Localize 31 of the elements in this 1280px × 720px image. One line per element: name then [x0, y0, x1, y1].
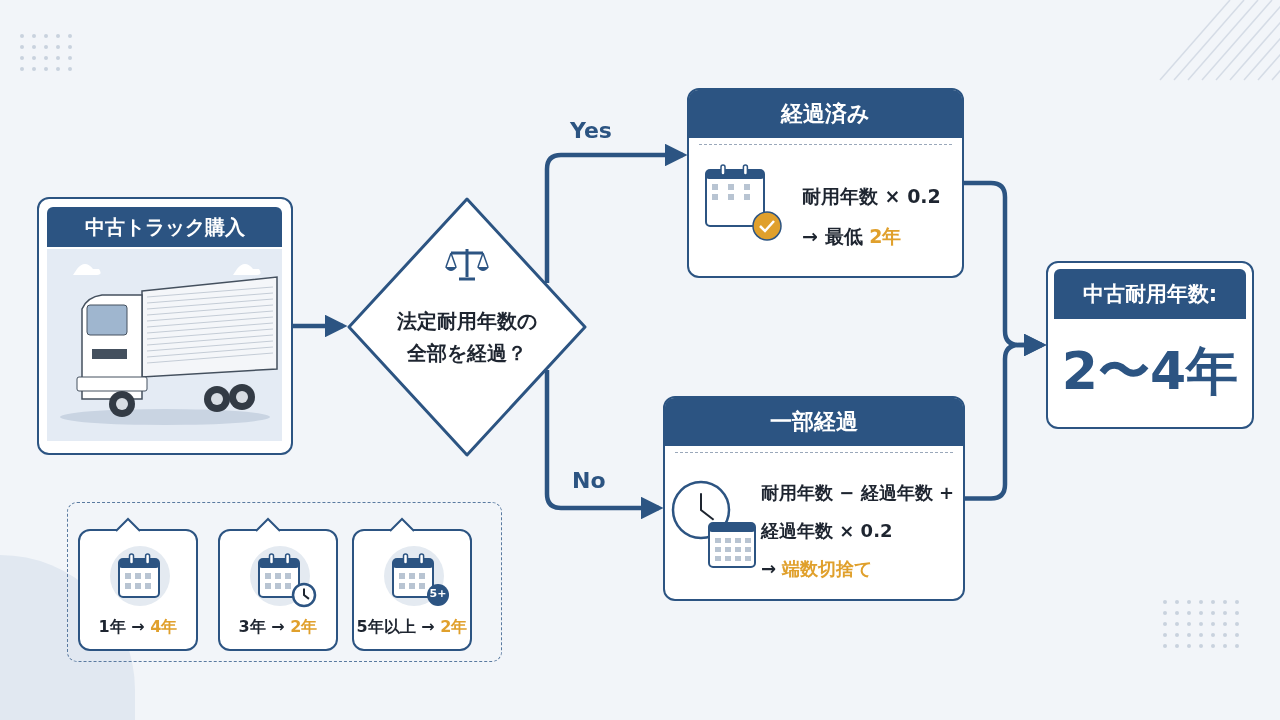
result-text: 2年: [440, 617, 468, 636]
result-value: 2〜4年: [1060, 340, 1240, 403]
formula-text: → 最低: [802, 225, 863, 247]
arrow: [293, 314, 348, 338]
box-heading: 中古耐用年数:: [1054, 269, 1246, 319]
process-box: [663, 396, 965, 601]
arrow: [544, 143, 688, 283]
process-box: [37, 197, 293, 455]
conversion-text: 5年以上 →: [356, 617, 435, 636]
box-heading: 一部経過: [665, 398, 963, 446]
result-box: [1046, 261, 1254, 429]
arrow: [965, 333, 1047, 501]
box-heading: 経過済み: [689, 90, 962, 138]
box-heading: 中古トラック購入: [47, 207, 282, 247]
result-text: 2年: [869, 225, 902, 247]
result-text: 端数切捨て: [782, 558, 873, 579]
dashed-group-frame: [67, 502, 502, 662]
arrow: [544, 370, 664, 520]
process-box: [687, 88, 964, 278]
conversion-text: 1年 →: [98, 617, 145, 636]
result-text: 4年: [150, 617, 178, 636]
decision-diamond: [347, 197, 587, 457]
question-text: 法定耐用年数の全部を経過？: [396, 308, 538, 367]
result-text: 2年: [290, 617, 318, 636]
formula-text: 耐用年数 − 経過年数 + 経過年数 × 0.2: [761, 481, 955, 543]
formula-text: 耐用年数 × 0.2: [802, 184, 941, 209]
arrow-symbol: →: [761, 558, 777, 579]
edge-label: Yes: [570, 118, 612, 143]
conversion-text: 3年 →: [238, 617, 285, 636]
edge-label: No: [572, 468, 606, 493]
badge-text: 5+: [428, 587, 448, 600]
